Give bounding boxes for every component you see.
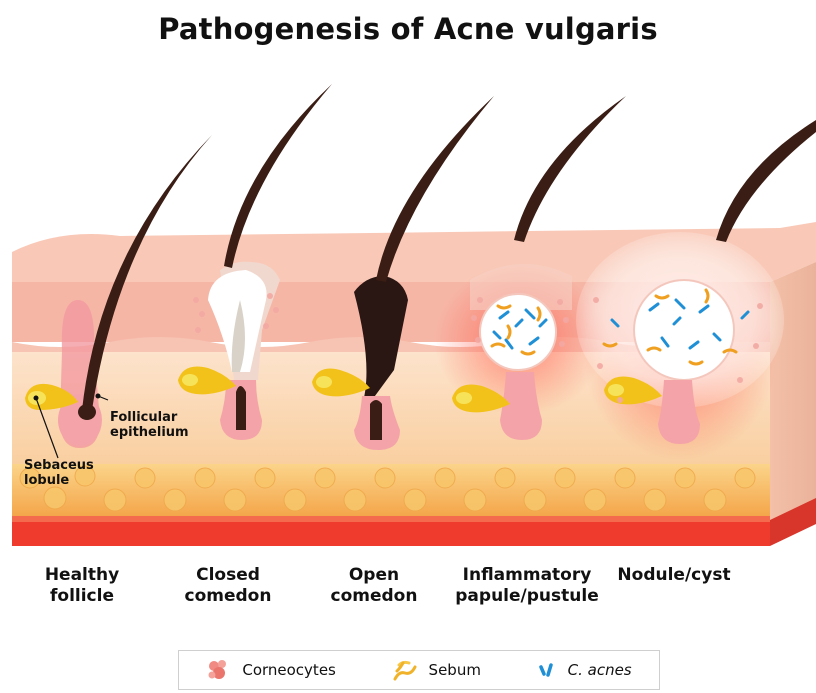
sebaceous-lobule-label: Sebaceus lobule bbox=[24, 458, 94, 488]
stage-label-nodule: Nodule/cyst bbox=[612, 565, 736, 586]
bacteria-icon bbox=[536, 659, 558, 681]
corneocytes-icon bbox=[206, 658, 232, 682]
stage-label-open: Open comedon bbox=[322, 565, 426, 607]
legend-item-sebum: Sebum bbox=[391, 657, 481, 683]
stage-label-inflammatory: Inflammatory papule/pustule bbox=[448, 565, 606, 607]
legend-item-cacnes: C. acnes bbox=[536, 659, 632, 681]
legend-label-corneocytes: Corneocytes bbox=[242, 661, 336, 679]
legend-item-corneocytes: Corneocytes bbox=[206, 658, 336, 682]
sebum-icon bbox=[391, 657, 419, 683]
legend-label-cacnes: C. acnes bbox=[568, 661, 632, 679]
stage-label-healthy: Healthy follicle bbox=[30, 565, 134, 607]
legend: Corneocytes Sebum C. acnes bbox=[178, 650, 660, 690]
hair-shaft bbox=[716, 120, 816, 242]
hair-shaft bbox=[514, 96, 626, 242]
stage-label-closed: Closed comedon bbox=[180, 565, 276, 607]
legend-label-sebum: Sebum bbox=[429, 661, 481, 679]
follicular-epithelium-label: Follicular epithelium bbox=[110, 410, 189, 440]
